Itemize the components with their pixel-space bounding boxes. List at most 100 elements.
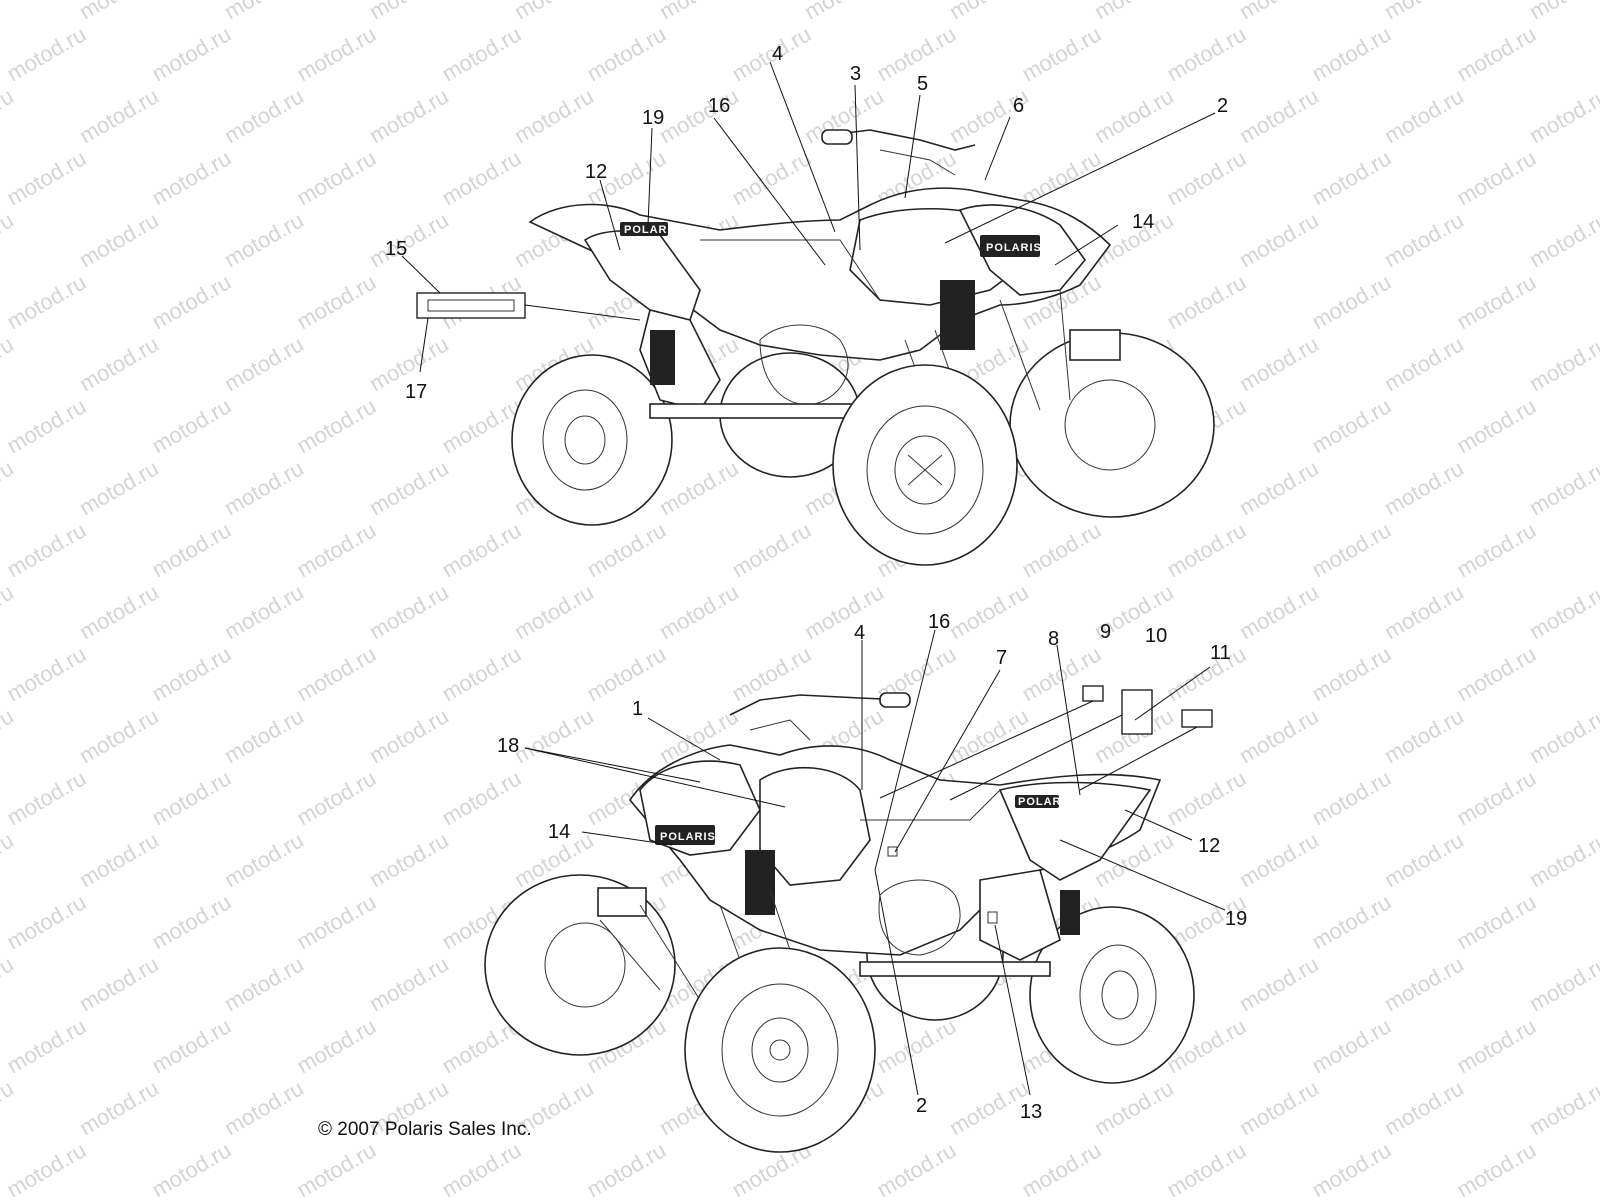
watermark-text: motod.ru — [1380, 579, 1468, 644]
watermark-text: motod.ru — [1380, 951, 1468, 1016]
front-near-wheel — [832, 364, 1018, 566]
watermark-text: motod.ru — [1018, 145, 1106, 210]
watermark-text: motod.ru — [1380, 331, 1468, 396]
watermark-text: motod.ru — [0, 331, 18, 396]
watermark-text: motod.ru — [1235, 951, 1323, 1016]
callout-19: 19 — [642, 107, 664, 129]
callouts-bottom: 16 4 7 8 9 10 11 1 18 14 12 19 2 13 — [497, 611, 1247, 1123]
watermark-text: motod.ru — [148, 1137, 236, 1200]
watermark-text: motod.ru — [945, 703, 1033, 768]
watermark-text: motod.ru — [3, 393, 91, 458]
watermark-text: motod.ru — [1453, 145, 1541, 210]
watermark-text: motod.ru — [583, 21, 671, 86]
watermark-text: motod.ru — [1235, 703, 1323, 768]
watermark-text: motod.ru — [945, 579, 1033, 644]
callout-11: 11 — [1210, 642, 1231, 664]
watermark-text: motod.ru — [3, 517, 91, 582]
handlebar — [729, 692, 911, 741]
watermark-text: motod.ru — [1453, 1137, 1541, 1200]
watermark-text: motod.ru — [1163, 269, 1251, 334]
callout-6: 6 — [1013, 95, 1024, 117]
watermark-text: motod.ru — [220, 331, 308, 396]
watermark-text: motod.ru — [293, 393, 381, 458]
watermark-text: motod.ru — [1018, 21, 1106, 86]
watermark-text: motod.ru — [1525, 579, 1600, 644]
brand-decal: POLARIS — [660, 831, 716, 843]
watermark-text: motod.ru — [75, 455, 163, 520]
callout-3: 3 — [850, 63, 861, 85]
callout-16: 16 — [708, 95, 730, 117]
watermark-text: motod.ru — [1525, 1075, 1600, 1140]
watermark-text: motod.ru — [75, 207, 163, 272]
watermark-text: motod.ru — [1453, 641, 1541, 706]
watermark-text: motod.ru — [1525, 827, 1600, 892]
watermark-text: motod.ru — [873, 1137, 961, 1200]
brand-decal: POLARIS — [986, 242, 1042, 254]
watermark-text: motod.ru — [1380, 83, 1468, 148]
watermark-text: motod.ru — [148, 393, 236, 458]
watermark-text: motod.ru — [293, 641, 381, 706]
watermark-text: motod.ru — [0, 827, 18, 892]
watermark-text: motod.ru — [1235, 83, 1323, 148]
watermark-text: motod.ru — [293, 889, 381, 954]
watermark-text: motod.ru — [3, 641, 91, 706]
watermark-text: motod.ru — [1453, 765, 1541, 830]
watermark-text: motod.ru — [1163, 765, 1251, 830]
watermark-text: motod.ru — [438, 145, 526, 210]
watermark-text: motod.ru — [0, 83, 18, 148]
watermark-text: motod.ru — [1380, 703, 1468, 768]
watermark-text: motod.ru — [293, 269, 381, 334]
watermark-text: motod.ru — [0, 579, 18, 644]
watermark-text: motod.ru — [510, 579, 598, 644]
callout-8: 8 — [1048, 628, 1059, 650]
watermark-text: motod.ru — [220, 0, 308, 24]
watermark-text: motod.ru — [1090, 0, 1178, 24]
watermark-text: motod.ru — [945, 0, 1033, 24]
watermark-text: motod.ru — [800, 0, 888, 24]
watermark-text: motod.ru — [1380, 455, 1468, 520]
watermark-text: motod.ru — [1380, 0, 1468, 24]
watermark-text: motod.ru — [1090, 83, 1178, 148]
watermark-text: motod.ru — [1308, 145, 1396, 210]
watermark-text: motod.ru — [1453, 517, 1541, 582]
watermark-text: motod.ru — [1308, 21, 1396, 86]
callout-4: 4 — [854, 622, 865, 644]
callout-9: 9 — [1100, 621, 1111, 643]
watermark-text: motod.ru — [0, 703, 18, 768]
watermark-text: motod.ru — [75, 951, 163, 1016]
watermark-text: motod.ru — [1235, 0, 1323, 24]
atv-body: POLARIS POLARIS — [597, 744, 1162, 1001]
copyright-text: © 2007 Polaris Sales Inc. — [318, 1119, 532, 1140]
far-front-wheel — [484, 874, 676, 1056]
watermark-text: motod.ru — [220, 1075, 308, 1140]
watermark-text: motod.ru — [438, 1137, 526, 1200]
watermark-text: motod.ru — [365, 703, 453, 768]
watermark-text: motod.ru — [1453, 1013, 1541, 1078]
atv-body: POLARIS POLARIS — [528, 187, 1121, 419]
watermark-text: motod.ru — [1525, 951, 1600, 1016]
watermark-text: motod.ru — [220, 83, 308, 148]
callout-10: 10 — [1145, 625, 1167, 647]
watermark-text: motod.ru — [293, 1137, 381, 1200]
watermark-text: motod.ru — [1163, 145, 1251, 210]
callout-7: 7 — [996, 647, 1007, 669]
watermark-text: motod.ru — [75, 827, 163, 892]
watermark-text: motod.ru — [75, 83, 163, 148]
watermark-text: motod.ru — [3, 145, 91, 210]
brand-decal: POLARIS — [624, 224, 680, 236]
watermark-text: motod.ru — [510, 0, 598, 24]
watermark-text: motod.ru — [75, 1075, 163, 1140]
watermark-text: motod.ru — [148, 21, 236, 86]
watermark-text: motod.ru — [0, 0, 18, 24]
watermark-text: motod.ru — [1525, 83, 1600, 148]
watermark-text: motod.ru — [0, 207, 18, 272]
watermark-text: motod.ru — [510, 703, 598, 768]
watermark-text: motod.ru — [1235, 579, 1323, 644]
watermark-text: motod.ru — [1163, 1137, 1251, 1200]
watermark-text: motod.ru — [293, 21, 381, 86]
watermark-text: motod.ru — [148, 145, 236, 210]
watermark-text: motod.ru — [1308, 269, 1396, 334]
watermark-text: motod.ru — [1308, 393, 1396, 458]
watermark-text: motod.ru — [1163, 21, 1251, 86]
watermark-text: motod.ru — [438, 21, 526, 86]
